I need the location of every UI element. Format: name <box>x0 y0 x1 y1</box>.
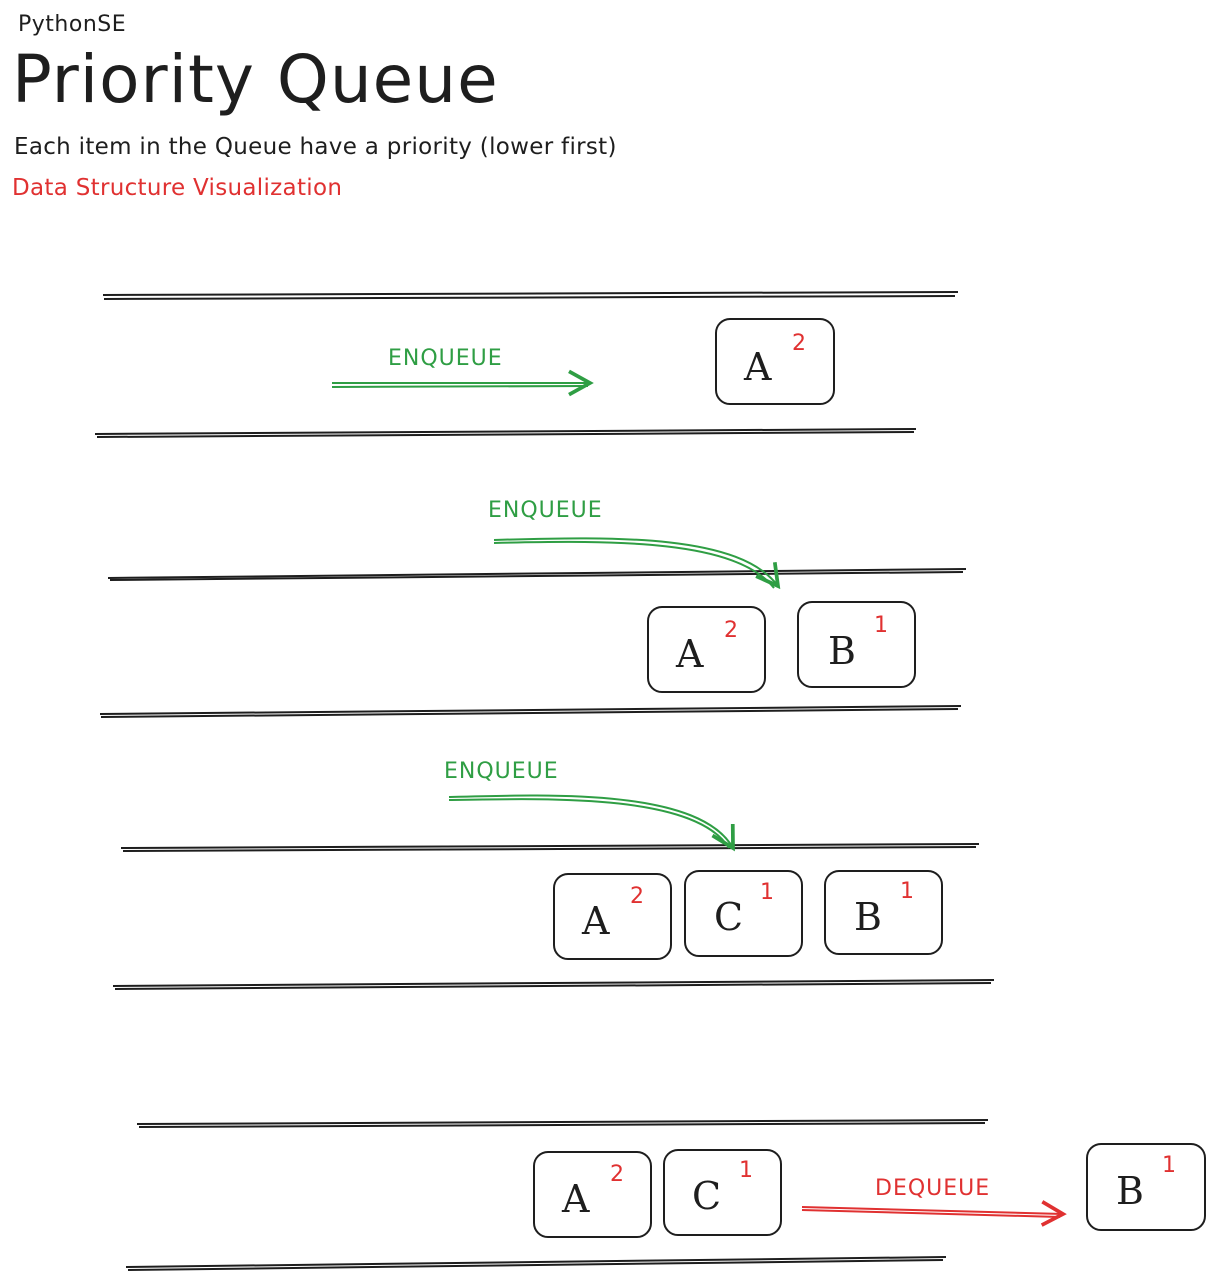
step-1-rails <box>94 291 959 438</box>
step-3-rails <box>112 843 995 990</box>
node-label: C <box>714 895 743 939</box>
operation-label-1: ENQUEUE <box>388 346 503 371</box>
node-priority: 2 <box>610 1162 624 1187</box>
enqueue-arrow-3 <box>448 794 735 852</box>
node-priority: 1 <box>900 879 914 904</box>
node-label: A <box>561 1177 590 1221</box>
node-priority: 1 <box>874 613 888 638</box>
queue-node: A 2 <box>553 873 672 960</box>
queue-node: B 1 <box>797 601 916 688</box>
dequeued-node: B 1 <box>1086 1143 1206 1231</box>
node-label: B <box>1116 1169 1144 1213</box>
brand: PythonSE <box>18 12 127 37</box>
queue-node: C 1 <box>663 1149 782 1236</box>
subtitle: Data Structure Visualization <box>12 175 343 201</box>
node-label: A <box>581 899 610 943</box>
queue-node: A 2 <box>715 318 835 405</box>
operation-label-4: DEQUEUE <box>875 1176 990 1201</box>
node-priority: 2 <box>724 618 738 643</box>
node-priority: 1 <box>739 1158 753 1183</box>
node-label: B <box>828 629 856 673</box>
step-2-rails <box>99 568 967 718</box>
operation-label-3: ENQUEUE <box>444 759 559 784</box>
dequeue-arrow <box>801 1200 1067 1227</box>
enqueue-arrow-2 <box>493 537 781 590</box>
description: Each item in the Queue have a priority (… <box>14 134 617 160</box>
node-priority: 1 <box>760 880 774 905</box>
node-priority: 2 <box>792 331 806 356</box>
operation-label-2: ENQUEUE <box>488 498 603 523</box>
enqueue-arrow-1 <box>331 369 594 397</box>
node-label: B <box>854 895 882 939</box>
queue-node: A 2 <box>533 1151 652 1238</box>
queue-node: B 1 <box>824 870 943 955</box>
node-label: C <box>692 1174 721 1218</box>
step-4-rails <box>125 1119 989 1271</box>
node-label: A <box>743 345 772 389</box>
node-priority: 2 <box>630 884 644 909</box>
queue-node: A 2 <box>647 606 766 693</box>
node-priority: 1 <box>1162 1153 1176 1178</box>
node-label: A <box>675 632 704 676</box>
queue-node: C 1 <box>684 870 803 957</box>
page-title: Priority Queue <box>12 41 499 118</box>
